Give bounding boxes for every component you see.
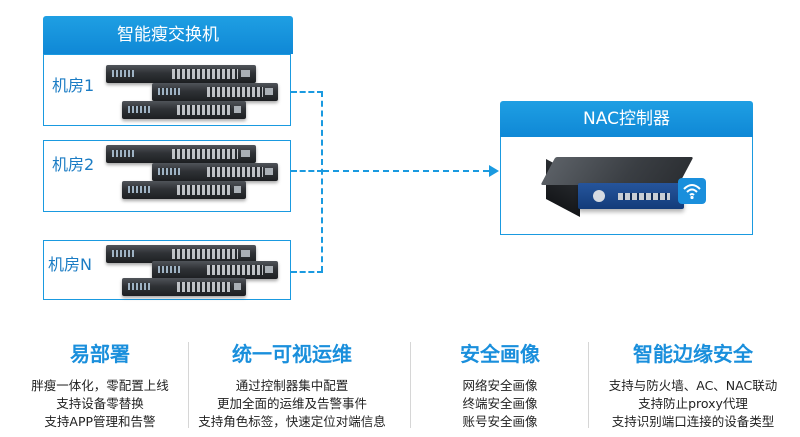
nac-ports xyxy=(618,193,670,200)
feature-line: 通过控制器集中配置 xyxy=(235,378,349,393)
divider xyxy=(588,342,589,428)
divider xyxy=(188,342,189,428)
switch-device xyxy=(152,163,278,181)
connector-line xyxy=(291,170,323,172)
feature-line: 支持APP管理和告警 xyxy=(44,414,156,429)
feature-title: 安全画像 xyxy=(460,342,540,366)
wifi-icon xyxy=(678,178,706,204)
divider xyxy=(410,342,411,428)
feature-edge-security: 智能边缘安全 支持与防火墙、AC、NAC联动 支持防止proxy代理 支持识别端… xyxy=(588,338,798,431)
room-2-label: 机房2 xyxy=(52,155,95,174)
nac-controller-title: NAC控制器 xyxy=(500,101,753,137)
switch-group-title: 智能瘦交换机 xyxy=(43,16,293,54)
switch-device xyxy=(106,245,256,263)
feature-title: 统一可视运维 xyxy=(232,342,352,366)
room-1-label: 机房1 xyxy=(52,76,95,95)
feature-line: 支持防止proxy代理 xyxy=(638,396,748,411)
switch-device xyxy=(106,145,256,163)
feature-line: 胖瘦一体化，零配置上线 xyxy=(31,378,169,393)
feature-line: 支持与防火墙、AC、NAC联动 xyxy=(608,378,778,393)
room-1-panel: 机房1 xyxy=(43,54,291,126)
switch-device xyxy=(122,181,246,199)
feature-line: 终端安全画像 xyxy=(462,396,538,411)
feature-line: 账号安全画像 xyxy=(462,414,538,429)
feature-security-profile: 安全画像 网络安全画像 终端安全画像 账号安全画像 xyxy=(410,338,590,431)
feature-line: 更加全面的运维及告警事件 xyxy=(216,396,367,411)
switch-device xyxy=(106,65,256,83)
connector-line xyxy=(291,91,323,93)
feature-line: 支持设备零替换 xyxy=(56,396,144,411)
switch-device xyxy=(122,278,246,296)
feature-line: 网络安全画像 xyxy=(462,378,538,393)
feature-title: 易部署 xyxy=(70,342,130,366)
switch-device xyxy=(122,101,246,119)
nac-device-top xyxy=(540,157,694,185)
connector-line xyxy=(323,170,489,172)
feature-title: 智能边缘安全 xyxy=(633,342,753,366)
arrow-head-icon xyxy=(489,165,499,177)
room-n-panel: 机房N xyxy=(43,240,291,300)
feature-easy-deploy: 易部署 胖瘦一体化，零配置上线 支持设备零替换 支持APP管理和告警 xyxy=(0,338,200,431)
switch-device xyxy=(152,261,278,279)
feature-line: 支持识别端口连接的设备类型 xyxy=(611,414,775,429)
room-2-panel: 机房2 xyxy=(43,140,291,212)
feature-unified-ops: 统一可视运维 通过控制器集中配置 更加全面的运维及告警事件 支持角色标签，快速定… xyxy=(182,338,402,431)
connector-line xyxy=(321,91,323,272)
feature-line: 支持角色标签，快速定位对端信息 xyxy=(198,414,386,429)
switch-device xyxy=(152,83,278,101)
connector-line xyxy=(291,271,323,273)
room-n-label: 机房N xyxy=(48,255,92,274)
nac-power-icon xyxy=(593,190,605,202)
